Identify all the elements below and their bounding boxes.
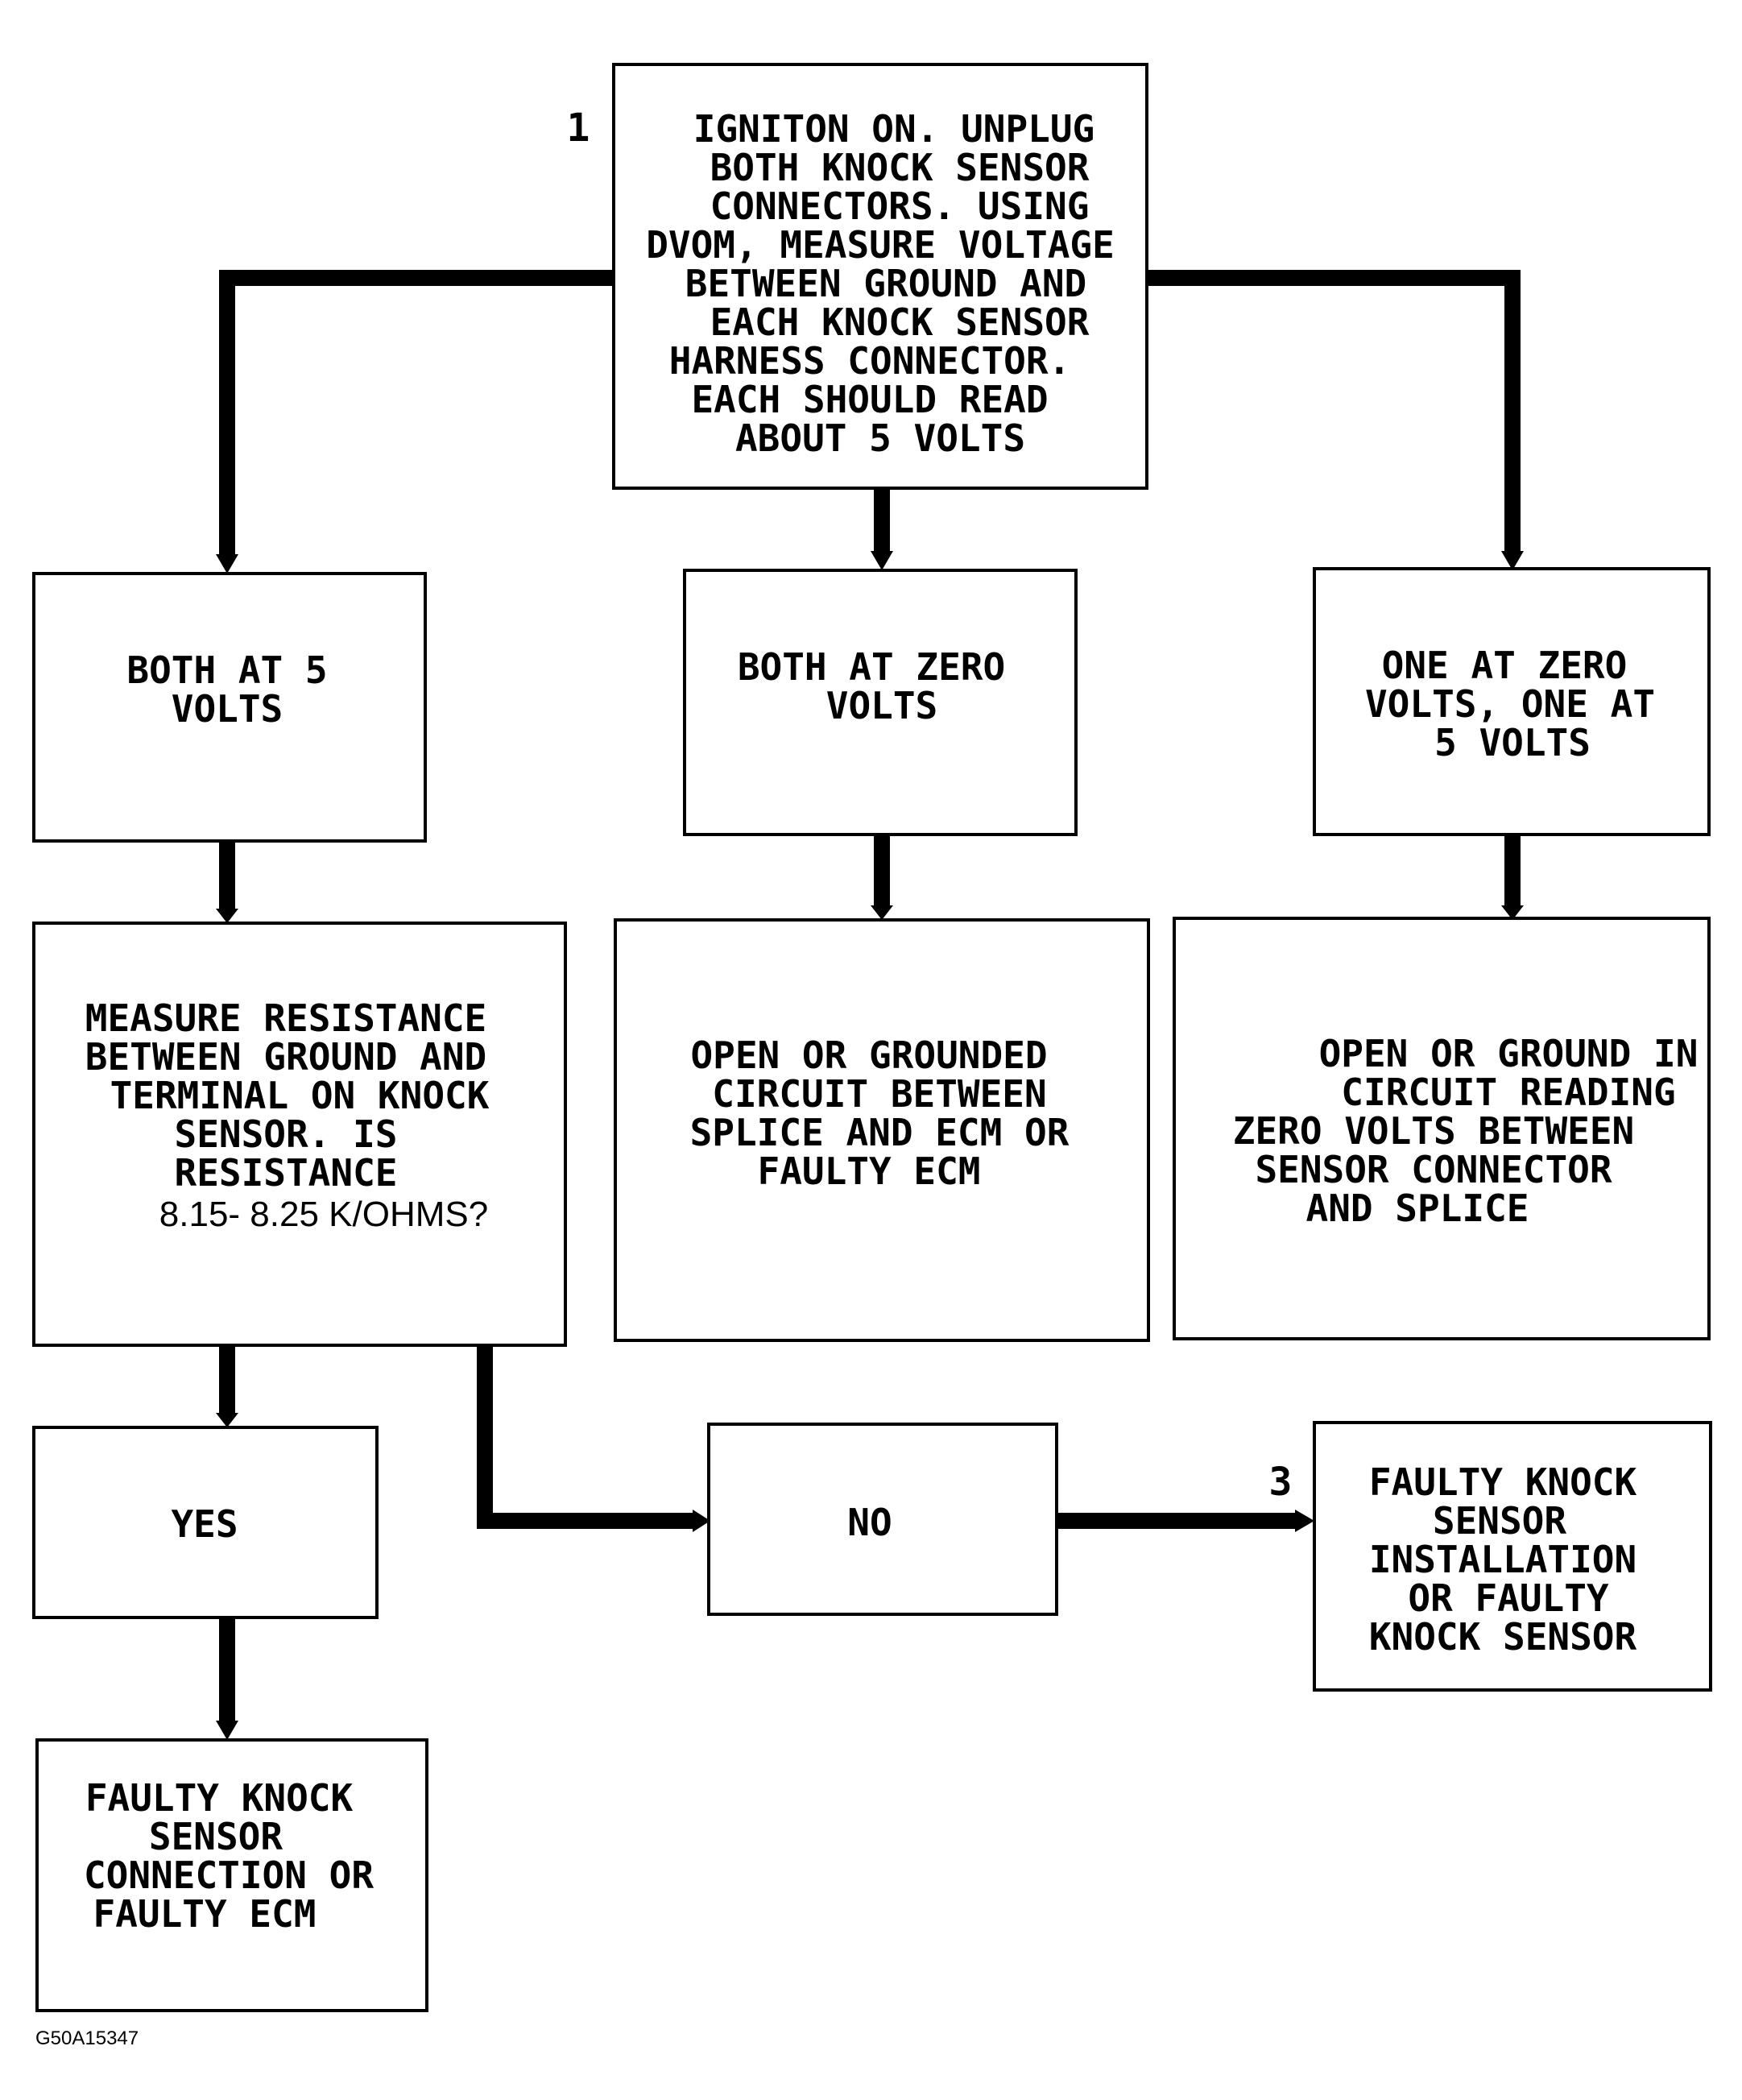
arrowhead-open-grounded: [871, 905, 893, 920]
faulty-connection-line: CONNECTION OR: [84, 1854, 374, 1897]
measure-line: RESISTANCE: [175, 1151, 398, 1195]
start-line: EACH SHOULD READ: [691, 378, 1048, 421]
start-line: IGNITON ON. UNPLUG: [693, 107, 1095, 151]
faulty-installation-line: INSTALLATION: [1369, 1538, 1636, 1581]
start-line: ABOUT 5 VOLTS: [735, 416, 1025, 460]
arrowhead-yes: [216, 1413, 238, 1427]
open-grounded-line: OPEN OR GROUNDED: [690, 1033, 1047, 1077]
faulty-installation-line: FAULTY KNOCK: [1369, 1460, 1637, 1504]
box-yes: YES: [32, 1426, 379, 1619]
connector-start-to-both-5v: [219, 270, 614, 556]
figure-reference: G50A15347: [35, 2028, 139, 2049]
box-measure-resistance: MEASURE RESISTANCE BETWEEN GROUND AND TE…: [32, 922, 567, 1347]
open-grounded-line: SPLICE AND ECM OR: [690, 1111, 1070, 1154]
box-faulty-connection: FAULTY KNOCK SENSOR CONNECTION OR FAULTY…: [35, 1738, 428, 2012]
box-both-zero: BOTH AT ZERO VOLTS: [683, 569, 1078, 836]
step-number-faulty-installation: 3: [1269, 1460, 1293, 1505]
both-zero-line: BOTH AT ZERO: [738, 645, 1005, 689]
box-open-or-grounded: OPEN OR GROUNDED CIRCUIT BETWEEN SPLICE …: [614, 918, 1150, 1342]
box-one-zero: ONE AT ZERO VOLTS, ONE AT 5 VOLTS: [1313, 567, 1711, 836]
open-grounded-line: FAULTY ECM: [758, 1149, 981, 1193]
arrowhead-one-zero: [1501, 551, 1524, 570]
box-faulty-installation: FAULTY KNOCK SENSOR INSTALLATION OR FAUL…: [1313, 1421, 1712, 1692]
one-zero-line: VOLTS, ONE AT: [1365, 682, 1655, 726]
arrowhead-measure: [216, 909, 238, 923]
arrowhead-faulty-connection: [216, 1721, 238, 1740]
arrowhead-no: [693, 1510, 710, 1532]
no-label: NO: [847, 1501, 892, 1544]
faulty-installation-line: KNOCK SENSOR: [1369, 1615, 1637, 1659]
faulty-connection-line: SENSOR: [149, 1815, 283, 1858]
open-ground-in-line: CIRCUIT READING: [1341, 1071, 1675, 1114]
arrowhead-open-ground-in: [1501, 905, 1524, 920]
box-no: NO: [707, 1423, 1058, 1616]
open-ground-in-line: SENSOR CONNECTOR: [1255, 1148, 1612, 1191]
open-grounded-line: CIRCUIT BETWEEN: [712, 1072, 1046, 1116]
step-number-start: 1: [567, 106, 590, 151]
open-ground-in-line: AND SPLICE: [1306, 1187, 1529, 1230]
measure-line: TERMINAL ON KNOCK: [110, 1074, 490, 1117]
arrowhead-both-zero: [871, 551, 893, 570]
faulty-installation-line: OR FAULTY: [1408, 1576, 1609, 1620]
both-5v-line: BOTH AT 5: [126, 648, 327, 692]
one-zero-line: 5 VOLTS: [1434, 721, 1591, 764]
resistance-range: 8.15- 8.25 K/OHMS?: [159, 1195, 488, 1234]
both-5v-line: VOLTS: [172, 687, 283, 731]
measure-line: SENSOR. IS: [175, 1112, 398, 1156]
measure-line: BETWEEN GROUND AND: [85, 1035, 487, 1079]
connector-start-to-one-zero: [1147, 270, 1521, 553]
start-line: EACH KNOCK SENSOR: [710, 300, 1090, 344]
yes-label: YES: [171, 1502, 238, 1546]
box-start: IGNITON ON. UNPLUG BOTH KNOCK SENSOR CON…: [612, 63, 1148, 490]
connector-measure-to-no: [477, 1345, 694, 1529]
faulty-installation-line: SENSOR: [1433, 1499, 1566, 1543]
start-line: BETWEEN GROUND AND: [685, 262, 1087, 305]
open-ground-in-line: ZERO VOLTS BETWEEN: [1233, 1109, 1635, 1153]
connectors: [216, 270, 1524, 1740]
one-zero-line: ONE AT ZERO: [1382, 644, 1628, 687]
start-line: HARNESS CONNECTOR.: [669, 339, 1071, 383]
box-both-5v: BOTH AT 5 VOLTS: [32, 572, 427, 843]
measure-line: MEASURE RESISTANCE: [85, 996, 487, 1040]
start-line: DVOM, MEASURE VOLTAGE: [646, 223, 1115, 267]
both-zero-line: VOLTS: [826, 684, 937, 727]
arrowhead-faulty-installation: [1295, 1510, 1314, 1532]
start-line: BOTH KNOCK SENSOR: [710, 146, 1090, 189]
box-open-or-ground-in: OPEN OR GROUND IN CIRCUIT READING ZERO V…: [1173, 917, 1711, 1340]
faulty-connection-line: FAULTY ECM: [93, 1892, 317, 1936]
start-line: CONNECTORS. USING: [710, 184, 1090, 228]
open-ground-in-line: OPEN OR GROUND IN: [1319, 1032, 1699, 1075]
faulty-connection-line: FAULTY KNOCK: [85, 1776, 354, 1820]
arrowhead-both-5v: [216, 554, 238, 574]
